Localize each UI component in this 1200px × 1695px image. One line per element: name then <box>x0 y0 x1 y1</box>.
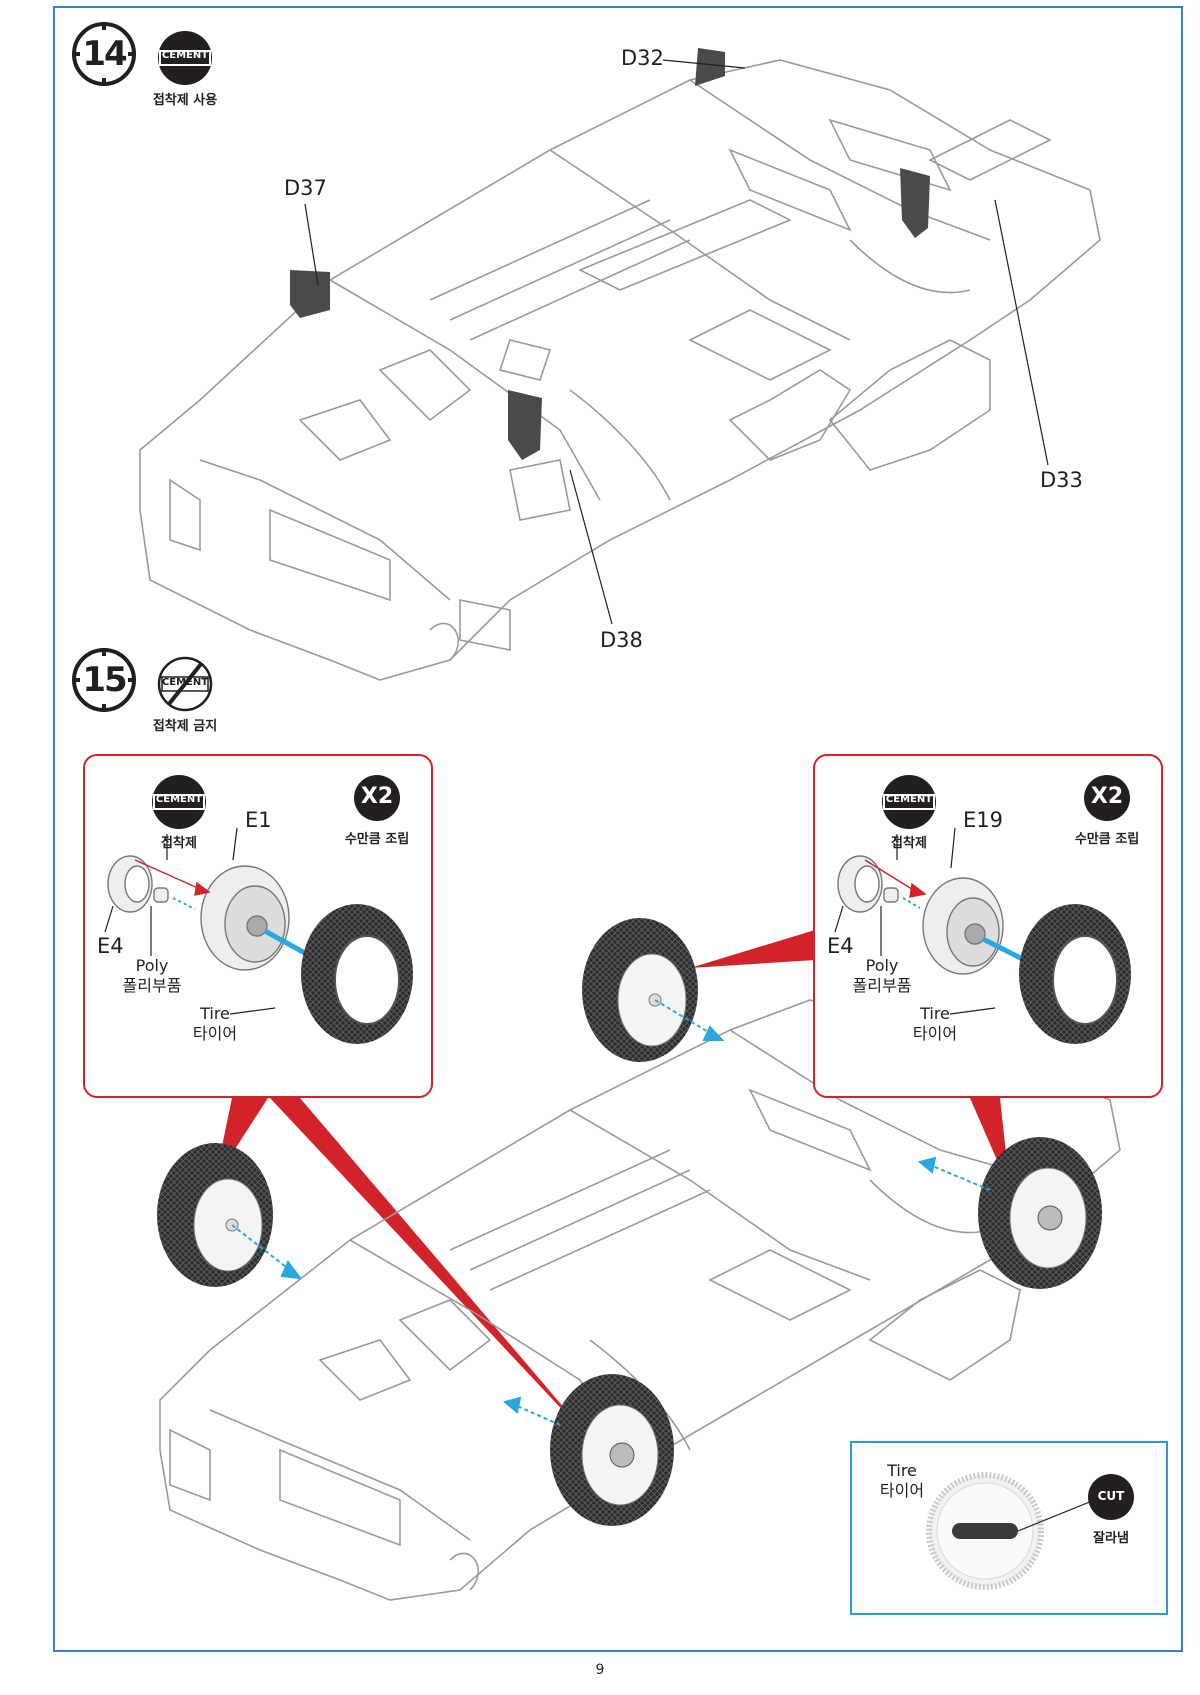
tire-label: Tire 타이어 <box>905 1004 965 1044</box>
tire-label-ko: 타이어 <box>912 1024 958 1043</box>
tire-front-left <box>157 1143 273 1287</box>
poly-label-en: Poly <box>865 956 899 975</box>
page-frame <box>53 6 1183 1652</box>
quantity-x2-icon: X2 <box>353 774 401 822</box>
tire-front-right <box>550 1374 674 1526</box>
note-tire-label-en: Tire <box>887 1461 917 1480</box>
quantity-caption: 수만큼 조립 <box>1074 832 1140 847</box>
step-14-badge: 14 <box>72 22 136 86</box>
cut-icon-label: CUT <box>1097 1489 1125 1503</box>
part-label-e4: E4 <box>97 934 124 958</box>
tire-sprue-illustration <box>926 1472 1093 1590</box>
quantity-label: X2 <box>360 784 394 809</box>
part-label-e19: E19 <box>963 808 1003 832</box>
cement-caption: 접착제 <box>891 836 927 851</box>
cement-icon: CEMENT <box>151 774 207 830</box>
part-label-e1: E1 <box>245 808 272 832</box>
poly-label-ko: 폴리부품 <box>852 976 912 995</box>
step-15-badge: 15 <box>72 648 136 712</box>
cement-caption: 접착제 사용 <box>152 93 218 108</box>
quantity-label: X2 <box>1090 784 1124 809</box>
step-14-number: 14 <box>82 34 127 74</box>
no-cement-icon-label: CEMENT <box>161 677 209 688</box>
part-label-d33: D33 <box>1040 468 1083 492</box>
step-15-number: 15 <box>82 660 127 700</box>
cement-icon: CEMENT <box>157 30 213 86</box>
cement-icon-label: CEMENT <box>155 794 203 805</box>
no-cement-caption: 접착제 금지 <box>152 719 218 734</box>
cut-caption: 잘라냄 <box>1093 1531 1129 1546</box>
wheel-assembly-right <box>834 827 1131 1044</box>
cement-icon-label: CEMENT <box>885 794 933 805</box>
tire-label-ko: 타이어 <box>192 1024 238 1043</box>
step-14-car-illustration <box>139 48 1101 681</box>
tire-cut-note: Tire 타이어 CUT 잘라냄 <box>850 1441 1168 1615</box>
note-tire-label: Tire 타이어 <box>874 1461 930 1501</box>
step-14-badge-icon <box>72 22 136 86</box>
quantity-x2-icon: X2 <box>1083 774 1131 822</box>
note-tire-label-ko: 타이어 <box>879 1481 925 1500</box>
step-15-badge-icon <box>72 648 136 712</box>
detail-box-right: CEMENT 접착제 X2 수만큼 조립 <box>813 754 1163 1098</box>
quantity-caption: 수만큼 조립 <box>344 832 410 847</box>
tire-label-en: Tire <box>200 1004 230 1023</box>
tire-label: Tire 타이어 <box>185 1004 245 1044</box>
cement-icon: CEMENT <box>881 774 937 830</box>
part-label-e4: E4 <box>827 934 854 958</box>
cement-icon-label: CEMENT <box>161 50 209 61</box>
tire-label-en: Tire <box>920 1004 950 1023</box>
poly-label-en: Poly <box>135 956 169 975</box>
page-number: 9 <box>595 1662 605 1678</box>
detail-box-left: CEMENT 접착제 X2 수만큼 조립 <box>83 754 433 1098</box>
poly-label: Poly 폴리부품 <box>117 956 187 996</box>
part-label-d38: D38 <box>600 628 643 652</box>
wheel-assembly-left <box>104 827 413 1044</box>
poly-label: Poly 폴리부품 <box>847 956 917 996</box>
cut-icon: CUT <box>1087 1473 1135 1521</box>
tire-rear-left <box>582 918 698 1062</box>
part-label-d37: D37 <box>284 176 327 200</box>
part-label-d32: D32 <box>621 46 664 70</box>
no-cement-icon: CEMENT <box>157 656 213 712</box>
tire-rear-right <box>978 1137 1102 1289</box>
poly-label-ko: 폴리부품 <box>122 976 182 995</box>
cement-caption: 접착제 <box>161 836 197 851</box>
